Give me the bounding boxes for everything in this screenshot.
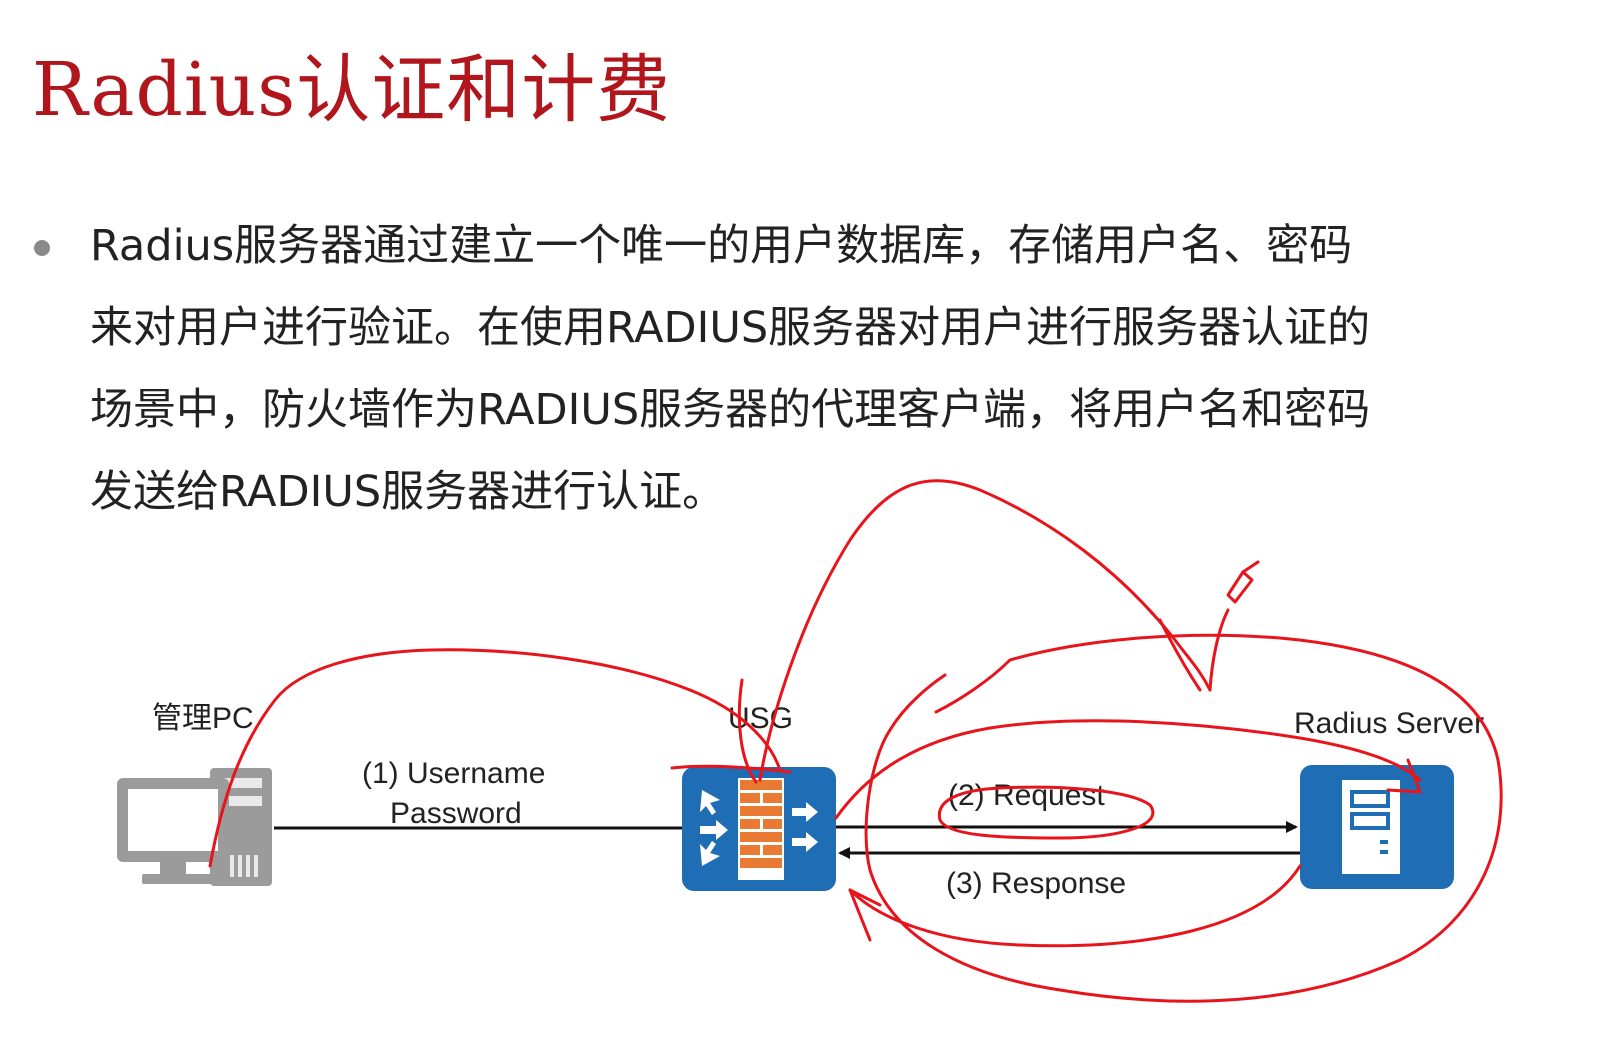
usg-firewall-icon: [682, 767, 836, 891]
bullet-line-4: 发送给RADIUS服务器进行认证。: [90, 467, 726, 517]
step2-request-label: (2) Request: [948, 779, 1105, 812]
pc-label: 管理PC: [152, 702, 254, 735]
bullet-line-2: 来对用户进行验证。在使用RADIUS服务器对用户进行服务器认证的: [90, 303, 1371, 353]
step1-username-label: (1) Username: [362, 757, 545, 790]
step1-password-label: Password: [390, 797, 522, 830]
red-annotation-strokes: [208, 479, 1503, 1003]
bullet-paragraph: Radius服务器通过建立一个唯一的用户数据库，存储用户名、密码 来对用户进行验…: [90, 205, 1530, 533]
page-title: Radius认证和计费: [32, 47, 672, 133]
bullet-dot: [34, 240, 50, 256]
usg-label: USG: [728, 702, 793, 735]
step3-response-label: (3) Response: [946, 867, 1126, 900]
radius-server-icon: [1300, 765, 1454, 889]
server-label: Radius Server: [1294, 707, 1484, 740]
management-pc-icon: [117, 768, 272, 886]
bullet-line-1: Radius服务器通过建立一个唯一的用户数据库，存储用户名、密码: [90, 221, 1353, 271]
bullet-line-3: 场景中，防火墙作为RADIUS服务器的代理客户端，将用户名和密码: [90, 385, 1371, 435]
